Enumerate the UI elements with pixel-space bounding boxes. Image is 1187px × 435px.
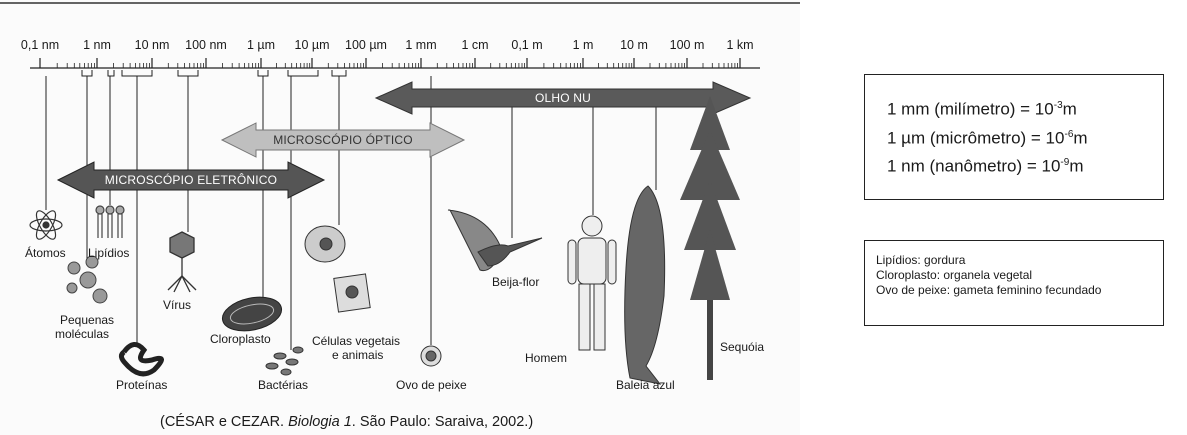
scale-bracket (82, 70, 92, 76)
unit-um-unit: m (1073, 128, 1087, 147)
scale-label-1km: 1 km (726, 38, 753, 52)
label-atomos: Átomos (25, 246, 66, 260)
label-lipidios: Lipídios (88, 246, 129, 260)
caption-pre: (CÉSAR e CEZAR. (160, 414, 288, 430)
virus-illustration (168, 232, 196, 292)
caption-book-title: Biologia 1 (288, 414, 352, 430)
atom-illustration (30, 208, 62, 242)
lipid-illustration (96, 206, 124, 238)
microscopio-optico-label: MICROSCÓPIO ÓPTICO (273, 133, 413, 147)
scale-label-100um: 100 µm (345, 38, 387, 52)
microscopio-eletronico-label: MICROSCÓPIO ELETRÔNICO (105, 173, 277, 187)
size-scale-drawing (0, 0, 800, 435)
scale-label-10nm: 10 nm (135, 38, 170, 52)
scale-bracket (288, 70, 318, 76)
glossary-cloroplasto: Cloroplasto: organela vegetal (876, 268, 1163, 283)
scale-bracket (332, 70, 346, 76)
size-scale-figure: 0,1 nm 1 nm 10 nm 100 nm 1 µm 10 µm 100 … (0, 0, 800, 435)
drop-lines (46, 76, 710, 350)
label-celulas-1: Células vegetais (312, 334, 400, 348)
scale-label-1nm: 1 nm (83, 38, 111, 52)
unit-mm-exponent: -3 (1054, 100, 1063, 111)
scale-brackets (82, 70, 346, 76)
label-bacterias: Bactérias (258, 378, 308, 392)
caption-post: . São Paulo: Saraiva, 2002.) (352, 414, 533, 430)
label-moleculas: moléculas (55, 327, 109, 341)
label-sequoia: Sequóia (720, 340, 764, 354)
unit-nm-unit: m (1069, 157, 1083, 176)
scale-label-100m: 100 m (670, 38, 705, 52)
scale-label-10m: 10 m (620, 38, 648, 52)
glossary-ovo: Ovo de peixe: gameta feminino fecundado (876, 283, 1163, 298)
scale-label-1m: 1 m (573, 38, 594, 52)
label-ovo-de-peixe: Ovo de peixe (396, 378, 467, 392)
label-beija-flor: Beija-flor (492, 275, 539, 289)
unit-um-line: 1 µm (micrômetro) = 10-6m (887, 122, 1163, 151)
scale-bracket (122, 70, 152, 76)
unit-mm-line: 1 mm (milímetro) = 10-3m (887, 93, 1163, 122)
glossary-box: Lipídios: gordura Cloroplasto: organela … (864, 240, 1164, 326)
figure-caption: (CÉSAR e CEZAR. Biologia 1. São Paulo: S… (160, 414, 533, 430)
scale-label-1mm: 1 mm (405, 38, 436, 52)
scale-label-10um: 10 µm (295, 38, 330, 52)
scale-label-0-1nm: 0,1 nm (21, 38, 59, 52)
man-illustration (568, 216, 616, 350)
unit-um-text: 1 µm (micrômetro) = 10 (887, 128, 1064, 147)
label-virus: Vírus (163, 298, 191, 312)
unit-nm-exponent: -9 (1060, 157, 1069, 168)
label-proteinas: Proteínas (116, 378, 167, 392)
bacteria-illustration (266, 347, 303, 375)
label-baleia-azul: Baleia azul (616, 378, 675, 392)
unit-mm-unit: m (1063, 100, 1077, 119)
scale-bracket (108, 70, 114, 76)
whale-illustration (625, 186, 665, 384)
scale-bracket (178, 70, 198, 76)
cells-illustration (305, 226, 370, 312)
unit-nm-line: 1 nm (nanômetro) = 10-9m (887, 150, 1163, 179)
label-homem: Homem (525, 351, 567, 365)
chloroplast-illustration (219, 292, 284, 336)
scale-label-0-1m: 0,1 m (511, 38, 542, 52)
unit-nm-text: 1 nm (nanômetro) = 10 (887, 157, 1060, 176)
scale-label-100nm: 100 nm (185, 38, 227, 52)
olho-nu-label: OLHO NU (535, 91, 591, 105)
scale-bracket (258, 70, 268, 76)
small-molecules-illustration (67, 256, 107, 303)
scale-label-1um: 1 µm (247, 38, 275, 52)
units-box: 1 mm (milímetro) = 10-3m 1 µm (micrômetr… (864, 74, 1164, 200)
unit-mm-text: 1 mm (milímetro) = 10 (887, 100, 1054, 119)
scale-label-1cm: 1 cm (461, 38, 488, 52)
label-celulas-2: e animais (332, 348, 383, 362)
sequoia-illustration (680, 96, 740, 380)
hummingbird-illustration (448, 210, 542, 271)
label-cloroplasto: Cloroplasto (210, 332, 271, 346)
fish-egg-illustration (421, 346, 441, 366)
glossary-lipidios: Lipídios: gordura (876, 253, 1163, 268)
protein-illustration (121, 344, 161, 373)
label-pequenas: Pequenas (60, 313, 114, 327)
scale-ticks (40, 58, 740, 68)
